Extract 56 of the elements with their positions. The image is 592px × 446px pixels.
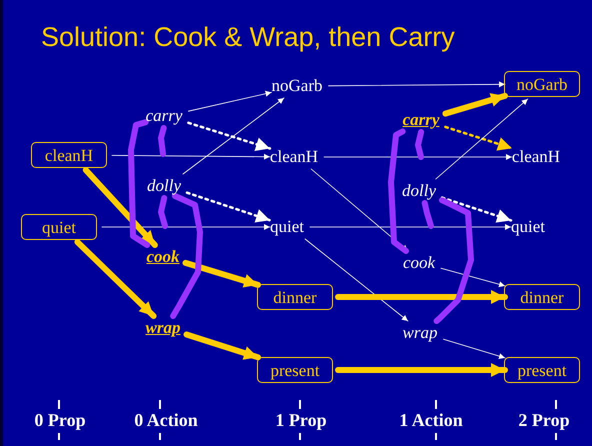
arrow xyxy=(182,260,261,288)
arrow xyxy=(186,191,272,223)
action-label: dolly xyxy=(146,176,182,196)
arrow xyxy=(182,98,284,174)
proposition-box: present xyxy=(504,357,580,383)
level-label: 0 Prop xyxy=(34,410,86,431)
arrow xyxy=(444,126,514,151)
action-label: cook xyxy=(402,253,436,273)
level-label: 2 Prop xyxy=(518,410,570,431)
arrow xyxy=(184,332,261,360)
chosen-action-label: wrap xyxy=(144,318,182,338)
proposition-label: cleanH xyxy=(510,147,562,167)
action-label: carry xyxy=(144,106,184,126)
proposition-box: present xyxy=(257,357,333,383)
arrow xyxy=(440,196,512,223)
action-label: wrap xyxy=(402,323,438,343)
mutex-line xyxy=(128,119,150,248)
arrow xyxy=(440,268,506,288)
proposition-label: cleanH xyxy=(268,147,320,167)
arrow xyxy=(443,338,506,360)
arrow xyxy=(328,81,506,88)
proposition-box: dinner xyxy=(257,284,333,310)
arrow xyxy=(112,154,270,160)
level-label: 1 Prop xyxy=(275,410,327,431)
proposition-label: noGarb xyxy=(270,76,324,96)
arrow xyxy=(335,363,508,377)
proposition-box: cleanH xyxy=(31,142,107,168)
mutex-line xyxy=(388,128,409,254)
proposition-box: noGarb xyxy=(504,71,580,97)
mutex-line xyxy=(434,197,474,324)
chosen-action-label: cook xyxy=(145,247,181,267)
arrow xyxy=(74,239,157,319)
proposition-label: quiet xyxy=(269,217,305,237)
arrow xyxy=(102,224,270,230)
action-label: dolly xyxy=(401,181,437,201)
arrow xyxy=(335,290,508,304)
level-label: 1 Action xyxy=(399,410,463,431)
arrow xyxy=(304,238,408,322)
mutex-line xyxy=(158,195,168,229)
chosen-action-label: carry xyxy=(402,110,440,130)
arrow xyxy=(310,224,512,230)
arrow xyxy=(435,98,528,180)
mutex-line xyxy=(422,200,434,229)
mutex-line xyxy=(158,125,167,157)
mutex-line xyxy=(415,129,424,160)
arrow xyxy=(324,154,512,160)
arrow xyxy=(442,92,508,117)
proposition-label: quiet xyxy=(510,217,546,237)
arrow xyxy=(188,90,272,112)
proposition-box: dinner xyxy=(504,284,580,310)
arrow xyxy=(187,122,272,151)
arrow xyxy=(82,167,158,248)
mutex-line xyxy=(170,193,203,319)
level-label: 0 Action xyxy=(134,410,198,431)
title: Solution: Cook & Wrap, then Carry xyxy=(41,22,455,53)
proposition-box: quiet xyxy=(21,214,97,240)
